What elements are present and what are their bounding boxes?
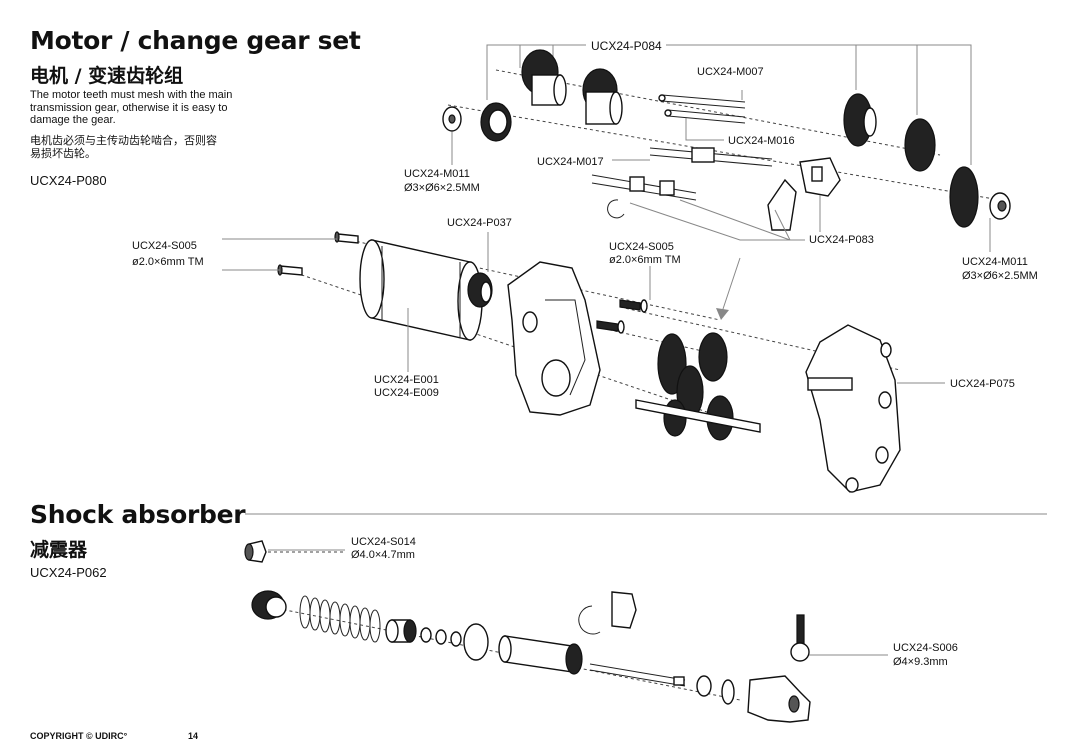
label-s005-mid: UCX24-S005 (609, 241, 674, 253)
shock-ball-s014 (244, 540, 267, 563)
label-m011-right: UCX24-M011 (962, 256, 1028, 268)
label-m011-right-spec: Ø3×Ø6×2.5MM (962, 270, 1038, 282)
assembly-arrow (716, 257, 741, 320)
motor-e001 (359, 239, 483, 341)
shock-cap (251, 590, 287, 620)
label-s014-spec: Ø4.0×4.7mm (351, 549, 415, 561)
motor-section-title: Motor / change gear set (30, 26, 361, 55)
shock-collar (385, 619, 417, 643)
p084-leader (486, 44, 972, 165)
shaft-long (591, 174, 697, 201)
gearbox-housing-left (507, 261, 601, 416)
shaft-m017 (649, 147, 773, 167)
clip-ring (607, 199, 625, 219)
label-p037: UCX24-P037 (447, 217, 512, 229)
shock-rod-end-parts (696, 675, 811, 723)
motor-section-title-cn: 电机 / 变速齿轮组 (30, 65, 184, 87)
motor-note-cn: 电机齿必须与主传动齿轮啮合，否则容易损坏齿轮。 (30, 135, 217, 160)
ball-screw-s006 (790, 614, 810, 662)
gear-stack-center (635, 332, 761, 441)
label-m011-left-spec: Ø3×Ø6×2.5MM (404, 182, 480, 194)
screws-s005-mid (596, 299, 648, 334)
bearing-m011-left (442, 106, 462, 132)
label-s006-spec: Ø4×9.3mm (893, 656, 948, 668)
shock-orings (420, 623, 489, 661)
label-m007: UCX24-M007 (697, 66, 764, 78)
gear-cluster-right (843, 93, 979, 228)
motor-section-code: UCX24-P080 (30, 173, 107, 188)
label-p075: UCX24-P075 (950, 378, 1015, 390)
screws-s005-left (277, 231, 359, 276)
label-s005-left: UCX24-S005 (132, 240, 197, 252)
pinion-p037 (467, 272, 493, 308)
shock-clips (578, 591, 637, 635)
label-s006: UCX24-S006 (893, 642, 958, 654)
shock-body (498, 635, 583, 675)
motor-note-en: The motor teeth must mesh with the main … (30, 89, 233, 126)
shock-rod (589, 663, 686, 687)
label-e001: UCX24-E001 (374, 374, 439, 386)
label-p083: UCX24-P083 (809, 234, 874, 246)
shock-spring (299, 595, 381, 643)
label-s005-left-spec: ø2.0×6mm TM (132, 256, 204, 268)
page-number: 14 (188, 731, 199, 741)
label-m011-left: UCX24-M011 (404, 168, 470, 180)
leader-lines (222, 90, 991, 656)
shift-forks-p083 (767, 157, 841, 231)
shock-section-title-cn: 减震器 (30, 539, 88, 561)
shock-section-title: Shock absorber (30, 500, 246, 529)
label-s005-mid-spec: ø2.0×6mm TM (609, 254, 681, 266)
gearbox-cover-p075 (805, 324, 901, 493)
label-m016: UCX24-M016 (728, 135, 795, 147)
label-m017: UCX24-M017 (537, 156, 604, 168)
bearing-m011-right (989, 192, 1011, 220)
footer-copyright: COPYRIGHT © UDIRC° (30, 731, 128, 741)
shafts-m007-m016 (658, 94, 746, 124)
label-e009: UCX24-E009 (374, 387, 439, 399)
shock-section-code: UCX24-P062 (30, 565, 107, 580)
label-p084: UCX24-P084 (591, 39, 662, 53)
label-s014: UCX24-S014 (351, 536, 416, 548)
gear-cluster-top-left (480, 49, 623, 142)
